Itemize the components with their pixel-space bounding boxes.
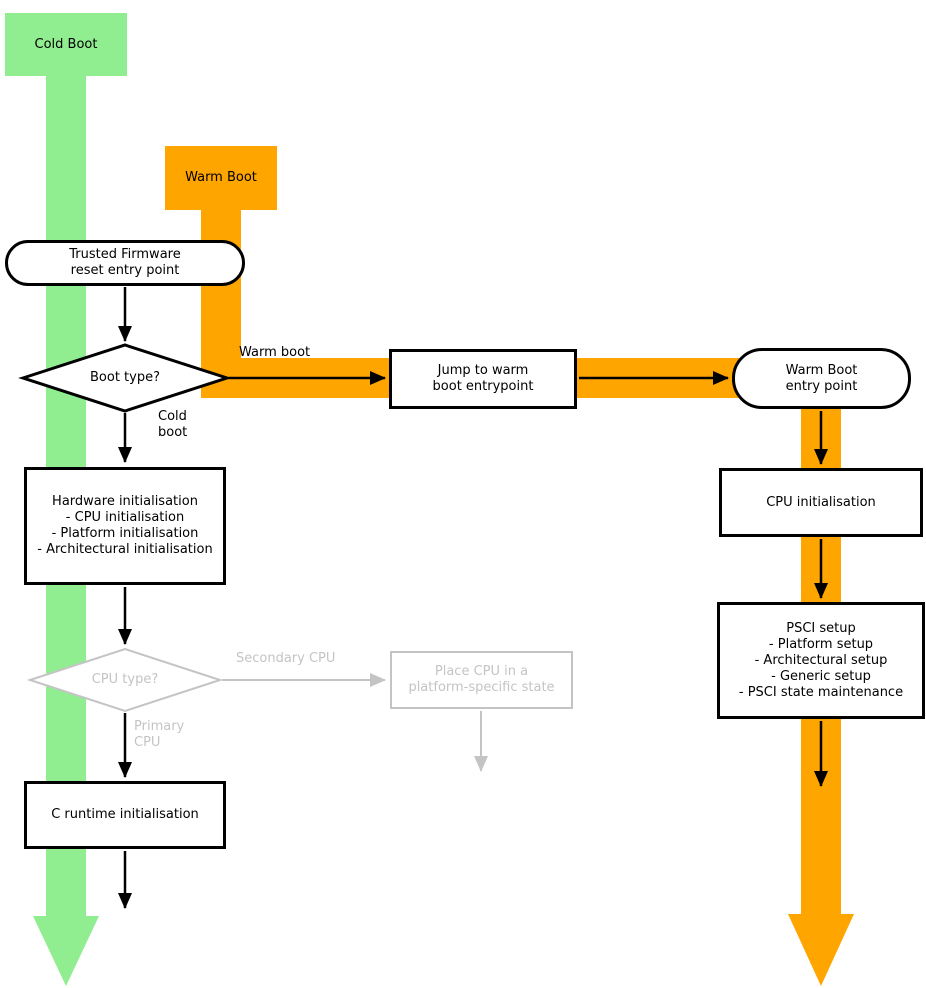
boot-type-diamond xyxy=(18,343,232,413)
hardware-init-line: - Architectural initialisation xyxy=(37,542,213,557)
edge-label-warm-boot: Warm boot xyxy=(239,345,311,360)
psci-setup-line: - Platform setup xyxy=(768,636,874,652)
edge-label-cold-boot-line: Cold xyxy=(158,409,187,424)
jump-warm-node: Jump to warm boot entrypoint xyxy=(389,349,577,409)
jump-warm-line: Jump to warm xyxy=(437,363,529,378)
warm-boot-node: Warm Boot xyxy=(165,146,277,210)
psci-setup-line: - Generic setup xyxy=(771,668,871,684)
place-cpu-node: Place CPU in a platform-specific state xyxy=(390,651,573,709)
jump-warm-line: boot entrypoint xyxy=(432,379,534,394)
cpu-type-diamond xyxy=(26,647,224,713)
psci-setup-line: - PSCI state maintenance xyxy=(738,684,904,700)
warm-entry-node: Warm Boot entry point xyxy=(732,348,911,409)
warm-boot-flow-band xyxy=(201,205,841,918)
cpu-init-label: CPU initialisation xyxy=(766,494,876,510)
warm-entry-line: Warm Boot xyxy=(785,362,858,378)
psci-setup-line: PSCI setup xyxy=(786,620,856,636)
psci-setup-node: PSCI setup - Platform setup - Architectu… xyxy=(717,602,925,719)
hardware-init-node: Hardware initialisation - CPU initialisa… xyxy=(24,467,226,585)
c-runtime-node: C runtime initialisation xyxy=(24,781,226,849)
edge-label-cold-boot-line: boot xyxy=(158,425,188,440)
cold-boot-label: Cold Boot xyxy=(34,36,98,52)
edge-label-primary-cpu-line: CPU xyxy=(134,735,161,750)
cold-boot-node: Cold Boot xyxy=(5,13,127,76)
cpu-init-node: CPU initialisation xyxy=(719,468,923,537)
warm-boot-label: Warm Boot xyxy=(185,170,257,185)
place-cpu-line: Place CPU in a xyxy=(434,664,529,679)
edge-label-cold-boot: Cold boot xyxy=(158,409,187,441)
hardware-init-line: - Platform initialisation xyxy=(51,526,199,541)
boot-type-label: Boot type? xyxy=(90,370,160,385)
c-runtime-label: C runtime initialisation xyxy=(51,807,199,822)
warm-boot-flow-arrowhead xyxy=(788,914,854,986)
edge-label-primary-cpu: Primary CPU xyxy=(134,719,184,751)
cold-boot-flow-arrowhead xyxy=(33,916,99,986)
hardware-init-line: Hardware initialisation xyxy=(52,494,198,509)
place-cpu-line: platform-specific state xyxy=(408,680,555,695)
edge-label-secondary-cpu: Secondary CPU xyxy=(236,651,336,666)
reset-entry-line: reset entry point xyxy=(70,263,180,278)
hardware-init-line: - CPU initialisation xyxy=(65,510,185,525)
psci-setup-line: - Architectural setup xyxy=(754,652,888,668)
reset-entry-line: Trusted Firmware xyxy=(69,247,181,262)
reset-entry-node: Trusted Firmware reset entry point xyxy=(5,240,245,286)
warm-entry-line: entry point xyxy=(785,378,858,394)
cpu-type-label: CPU type? xyxy=(91,672,159,687)
edge-label-primary-cpu-line: Primary xyxy=(134,719,185,734)
